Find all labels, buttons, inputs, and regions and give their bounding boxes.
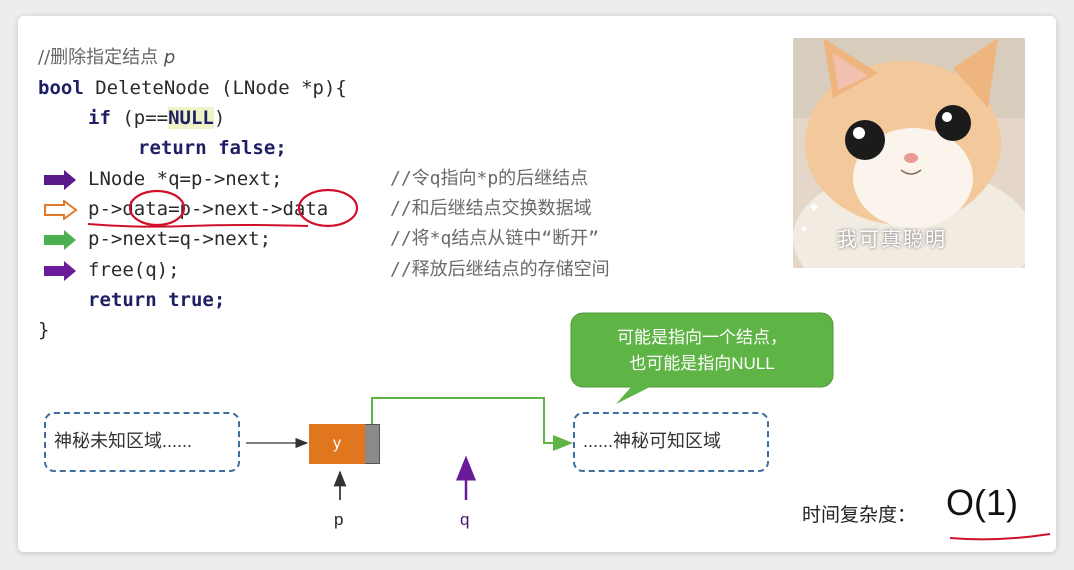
svg-text:✦: ✦ xyxy=(799,222,809,236)
code-line-7: free(q); xyxy=(88,259,180,281)
node-next-field xyxy=(365,424,380,464)
node-data-field: y xyxy=(309,424,365,464)
code-line-2: if (p==NULL) xyxy=(88,106,225,130)
line5-data-2: data xyxy=(282,198,329,220)
handdrawn-annotations xyxy=(87,188,359,228)
arrow-line-7-icon xyxy=(44,261,76,281)
line5-part-a: p-> xyxy=(88,198,123,220)
arrow-node-to-right xyxy=(371,397,573,451)
comment-line-7: //释放后继结点的存储空间 xyxy=(390,259,610,280)
bubble-line-2: 也可能是指向NULL xyxy=(629,354,775,373)
line5-data-1: data xyxy=(122,198,169,220)
code-close-brace: } xyxy=(38,319,50,341)
slide: //删除指定结点 p bool DeleteNode (LNode *p){ i… xyxy=(18,16,1056,552)
left-unknown-region: 神秘未知区域...... xyxy=(44,412,240,472)
cat-meme-image: ✦ ✦ 我可真聪明 xyxy=(793,38,1025,268)
comment-line-4: //令q指向*p的后继结点 xyxy=(390,168,589,189)
code-line-4: LNode *q=p->next; xyxy=(88,168,283,190)
code-line-8: return true; xyxy=(88,289,226,311)
arrow-line-4-icon xyxy=(44,170,76,190)
complexity-underline xyxy=(949,533,1051,541)
code-comment-title: //删除指定结点 p xyxy=(38,46,175,70)
comment-title-text: //删除指定结点 xyxy=(38,47,164,68)
function-signature: DeleteNode (LNode *p){ xyxy=(83,77,347,99)
code-line-6: p->next=q->next; xyxy=(88,228,272,250)
null-keyword: NULL xyxy=(168,107,214,129)
keyword-bool: bool xyxy=(38,77,84,99)
code-line-1: bool DeleteNode (LNode *p){ xyxy=(38,76,347,100)
cat-caption: 我可真聪明 xyxy=(837,227,947,251)
cat-illustration: ✦ ✦ xyxy=(793,38,1025,268)
svg-text:✦: ✦ xyxy=(807,198,820,217)
pointer-q-label: q xyxy=(460,510,470,529)
if-condition-end: ) xyxy=(213,107,226,129)
diagram-connectors xyxy=(246,397,1051,541)
code-line-5: p->data=p->next->data xyxy=(88,197,328,221)
underline-mark xyxy=(87,223,309,228)
complexity-value: O(1) xyxy=(946,482,1018,523)
circle-data-2 xyxy=(297,188,359,228)
right-known-region: ......神秘可知区域 xyxy=(573,412,769,472)
arrow-line-5-icon xyxy=(44,200,78,220)
keyword-if: if xyxy=(88,107,111,129)
complexity-label: 时间复杂度： xyxy=(802,504,917,526)
code-line-3: return false; xyxy=(138,137,287,159)
line5-part-c: =p->next-> xyxy=(168,198,283,220)
circle-data-1 xyxy=(128,189,186,227)
comment-line-6: //将*q结点从链中“断开” xyxy=(390,228,600,249)
arrow-line-6-icon xyxy=(44,230,76,250)
comment-line-5: //和后继结点交换数据域 xyxy=(390,198,592,219)
comment-title-var: p xyxy=(163,47,176,68)
pointer-p-label: p xyxy=(334,510,344,529)
if-condition-start: (p== xyxy=(110,107,169,129)
speech-bubble xyxy=(570,312,834,404)
bubble-line-1: 可能是指向一个结点， xyxy=(617,328,787,347)
